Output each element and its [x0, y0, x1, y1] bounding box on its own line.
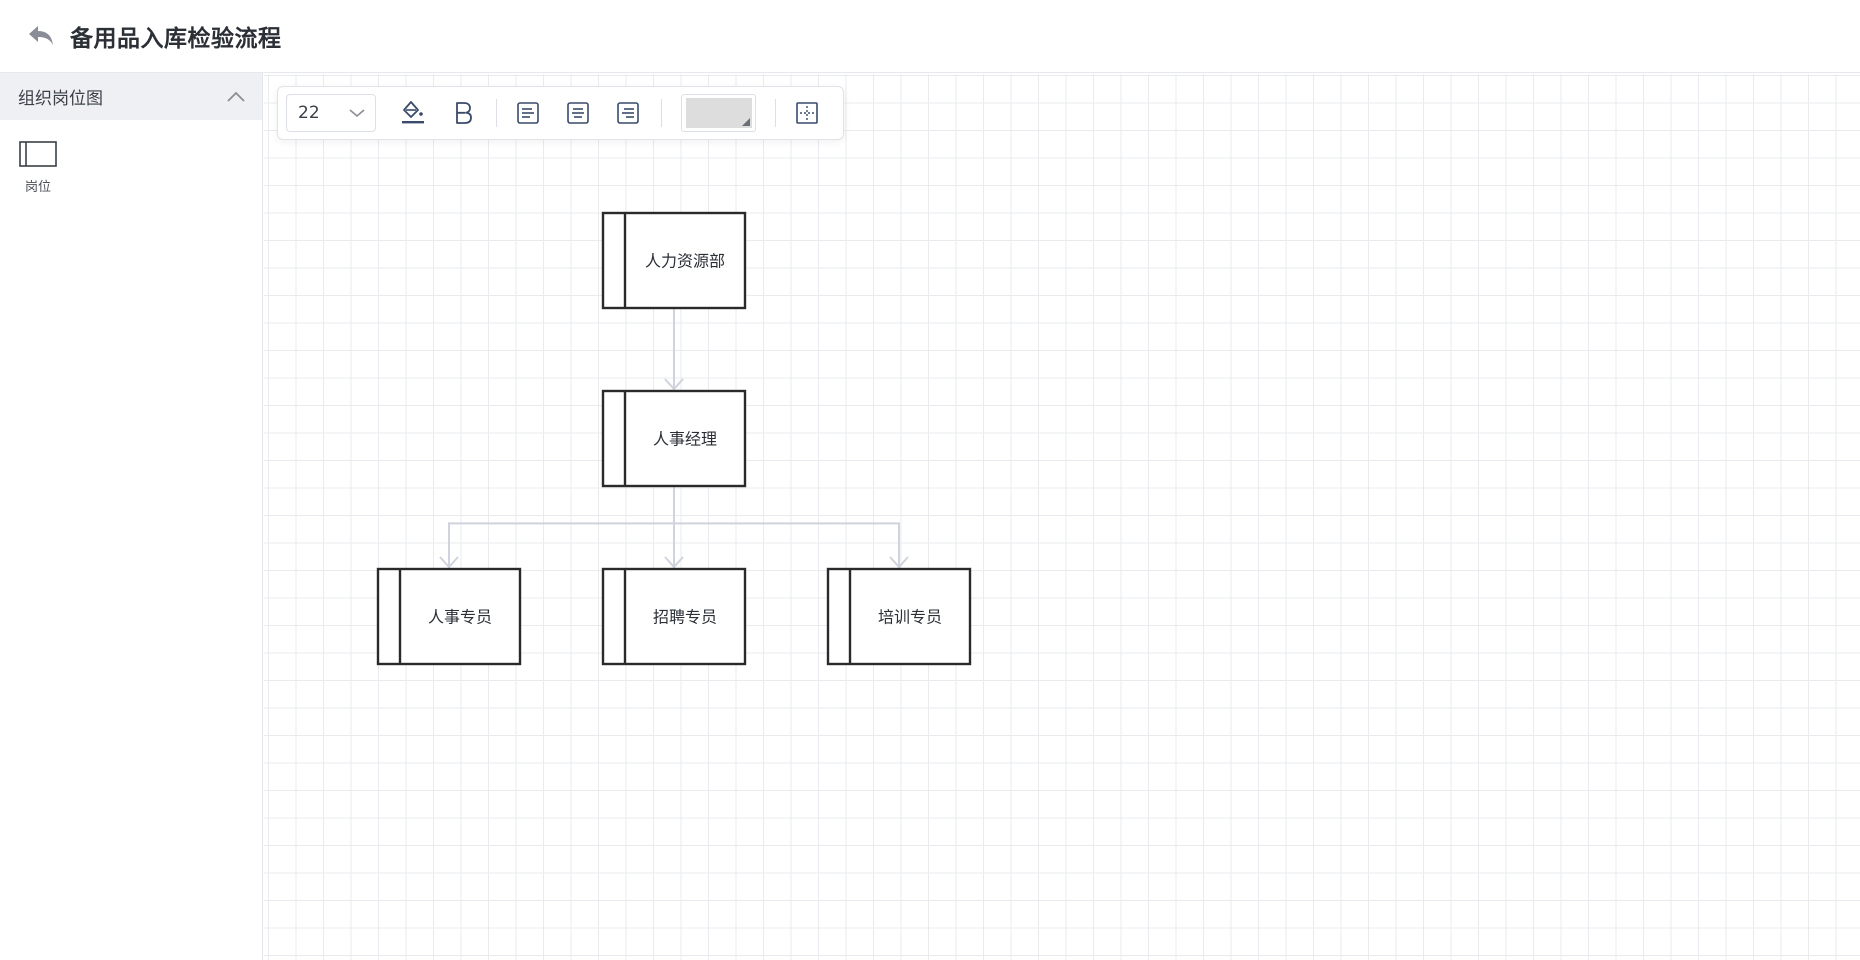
page-title: 备用品入库检验流程: [70, 26, 282, 52]
border-style-button[interactable]: [790, 96, 824, 130]
node-label: 人事专员: [428, 608, 492, 627]
shape-label: 岗位: [24, 180, 51, 195]
node-hr-dept[interactable]: 人力资源部: [601, 211, 747, 310]
toolbar-separator: [661, 99, 662, 127]
node-label: 人事经理: [653, 430, 717, 449]
shape-item-position[interactable]: 岗位: [16, 141, 60, 201]
format-toolbar: 22: [277, 86, 844, 140]
fill-color-icon: [402, 101, 424, 124]
connector-edge[interactable]: [664, 308, 684, 391]
node-recruit-specialist[interactable]: 招聘专员: [601, 567, 747, 666]
toolbar-separator: [496, 99, 497, 127]
section-header-org-chart[interactable]: 组织岗位图: [0, 73, 262, 120]
connector-edge[interactable]: [673, 486, 909, 569]
node-training-specialist[interactable]: 培训专员: [826, 567, 972, 666]
toolbar-separator: [775, 99, 776, 127]
node-label: 人力资源部: [645, 252, 725, 271]
arrowhead-icon: [664, 556, 684, 569]
node-label: 招聘专员: [653, 608, 717, 627]
node-label: 培训专员: [878, 608, 942, 627]
align-center-icon: [567, 102, 589, 124]
bold-button[interactable]: [446, 96, 480, 130]
diagram-canvas[interactable]: 人力资源部人事经理人事专员 招聘专员 培训专员: [264, 74, 1860, 960]
diagram-edges: [439, 308, 909, 569]
app-header: 备用品入库检验流程: [0, 0, 1860, 73]
font-size-value: 22: [298, 103, 320, 123]
fill-color-button[interactable]: [396, 96, 430, 130]
align-right-button[interactable]: [611, 96, 645, 130]
chevron-up-icon[interactable]: [226, 91, 246, 103]
color-swatch: [685, 98, 752, 128]
align-left-icon: [517, 102, 539, 124]
position-shape-icon: [19, 141, 57, 167]
arrowhead-icon: [664, 378, 684, 391]
connector-edge[interactable]: [439, 486, 675, 569]
back-arrow-icon: [29, 26, 53, 45]
bold-icon: [456, 102, 472, 124]
shape-library-sidebar: 组织岗位图 岗位: [0, 73, 263, 960]
border-style-icon: [796, 102, 818, 124]
font-size-select[interactable]: 22: [286, 94, 376, 132]
align-left-button[interactable]: [511, 96, 545, 130]
color-picker-button[interactable]: [681, 94, 756, 132]
back-button[interactable]: [26, 21, 56, 51]
dropdown-corner-icon: [742, 118, 750, 126]
node-hr-specialist[interactable]: 人事专员: [376, 567, 522, 666]
chevron-down-icon: [349, 109, 365, 118]
section-title: 组织岗位图: [18, 89, 103, 109]
node-hr-manager[interactable]: 人事经理: [601, 389, 747, 488]
arrowhead-icon: [439, 556, 459, 569]
align-right-icon: [617, 102, 639, 124]
align-center-button[interactable]: [561, 96, 595, 130]
arrowhead-icon: [889, 556, 909, 569]
